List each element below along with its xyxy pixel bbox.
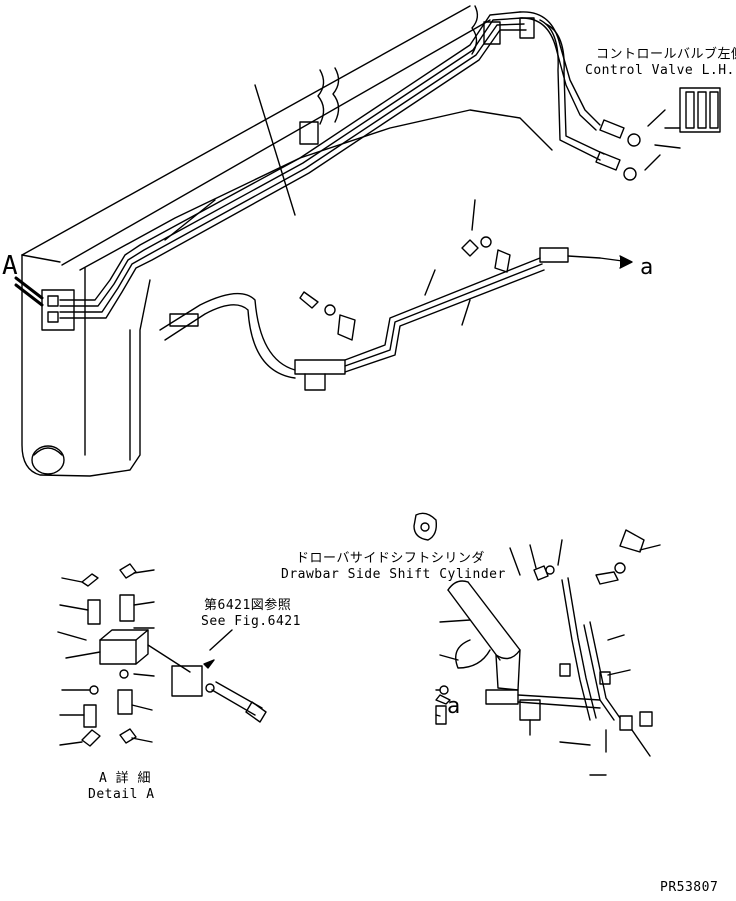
drawbar-cylinder-drawing [413,512,661,776]
detail-a-drawing [57,563,267,747]
callout-a-main: A [2,251,19,281]
see-fig-label-en: See Fig.6421 [201,614,301,629]
valve-block-a [14,276,75,331]
main-frame [21,5,553,477]
hose-assembly [159,199,633,391]
part-number: PR53807 [660,880,719,895]
drawbar-label-jp: ドローバサイドシフトシリンダ [296,551,485,566]
callout-a-arrow: a [640,255,654,280]
detail-a-label-jp: A 詳 細 [99,771,151,786]
see-fig-label-jp: 第6421図参照 [204,598,292,613]
boom-piping [59,11,605,319]
control-valve-label-en: Control Valve L.H. [585,63,735,78]
control-valve [595,87,721,181]
control-valve-label-jp: コントロールバルブ左側 [596,47,736,62]
drawbar-label-en: Drawbar Side Shift Cylinder [281,567,506,582]
detail-a-label-en: Detail A [88,787,155,802]
callout-a-lower: a [447,694,461,719]
